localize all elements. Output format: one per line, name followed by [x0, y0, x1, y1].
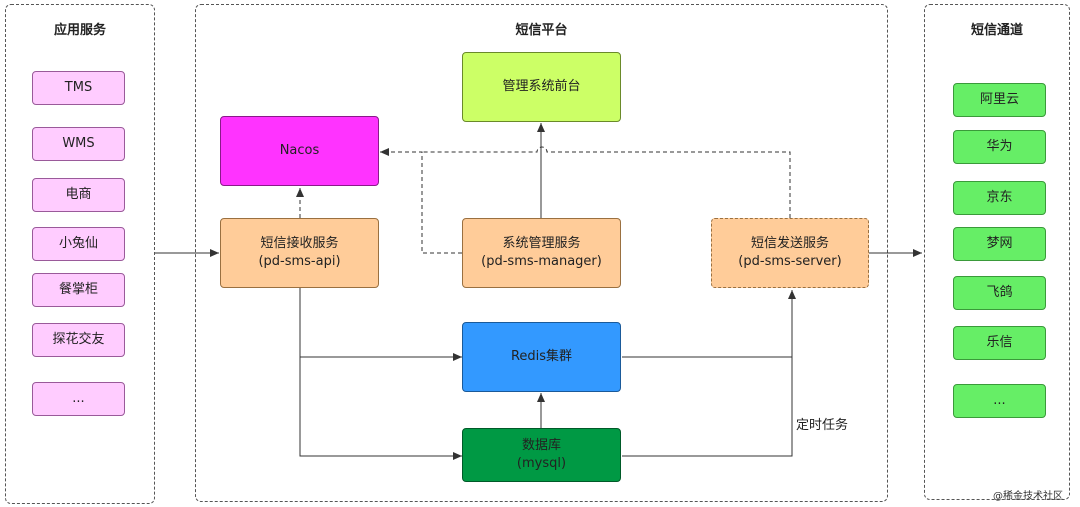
app-node: ...	[32, 382, 125, 416]
platform-group-title: 短信平台	[515, 23, 568, 38]
channels-group: 短信通道	[924, 4, 1070, 500]
sender-service-name: 短信发送服务	[750, 236, 829, 251]
channel-node: 梦网	[953, 227, 1046, 261]
app-node: 餐掌柜	[32, 273, 125, 307]
channels-group-title: 短信通道	[970, 23, 1023, 38]
channel-node: 飞鸽	[953, 276, 1046, 310]
admin-frontend-node: 管理系统前台	[462, 52, 621, 122]
channel-node: ...	[953, 384, 1046, 418]
redis-cluster-node: Redis集群	[462, 322, 621, 392]
receive-service-node: 短信接收服务 (pd-sms-api)	[220, 218, 379, 288]
app-node: 探花交友	[32, 323, 125, 357]
receive-service-module: (pd-sms-api)	[258, 254, 341, 269]
sender-service-node: 短信发送服务 (pd-sms-server)	[711, 218, 869, 288]
scheduled-task-label: 定时任务	[796, 418, 849, 433]
app-node: WMS	[32, 127, 125, 161]
channel-node: 阿里云	[953, 83, 1046, 117]
manager-service-module: (pd-sms-manager)	[481, 254, 602, 269]
app-node: 电商	[32, 178, 125, 212]
edge-receive-to-redis	[299, 288, 462, 361]
database-node: 数据库 (mysql)	[462, 428, 621, 482]
sender-service-module: (pd-sms-server)	[738, 254, 842, 269]
database-module: (mysql)	[516, 456, 567, 471]
edge-sender-to-nacos	[422, 146, 791, 218]
apps-group: 应用服务	[5, 4, 155, 504]
channel-node: 京东	[953, 181, 1046, 215]
edge-receive-to-db	[299, 357, 462, 460]
apps-group-title: 应用服务	[53, 23, 106, 38]
database-name: 数据库	[521, 438, 561, 453]
manager-service-name: 系统管理服务	[502, 236, 581, 251]
watermark: @稀金技术社区	[993, 491, 1063, 502]
edge-manager-to-nacos	[380, 148, 462, 254]
nacos-node: Nacos	[220, 116, 379, 186]
manager-service-node: 系统管理服务 (pd-sms-manager)	[462, 218, 621, 288]
app-node: 小兔仙	[32, 227, 125, 261]
edge-redis-to-sender	[622, 290, 796, 358]
edge-db-to-sender	[622, 357, 793, 457]
channel-node: 乐信	[953, 326, 1046, 360]
app-node: TMS	[32, 71, 125, 105]
receive-service-name: 短信接收服务	[260, 236, 339, 251]
channel-node: 华为	[953, 130, 1046, 164]
